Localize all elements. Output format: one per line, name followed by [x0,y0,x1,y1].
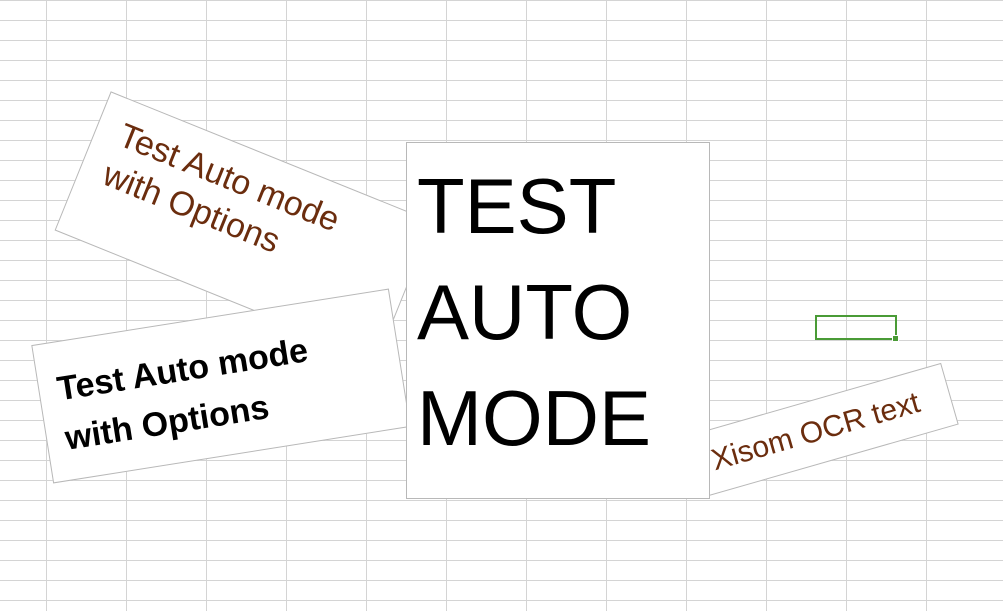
fill-handle[interactable] [892,335,899,342]
text-box-large[interactable]: TEST AUTO MODE [406,142,710,499]
text-line: MODE [417,374,651,462]
text-box-ocr[interactable]: Xisom OCR text [687,362,959,498]
text-box-bold-text: Test Auto mode with Options [54,325,320,463]
text-line: AUTO [417,268,633,356]
text-box-bold-rotated[interactable]: Test Auto mode with Options [31,288,411,484]
text-line: Xisom OCR text [707,386,924,478]
text-box-ocr-text: Xisom OCR text [707,384,924,480]
text-line: TEST [417,162,617,250]
text-box-brown-text: Test Auto mode with Options [97,115,346,281]
text-box-large-text: TEST AUTO MODE [417,153,651,471]
active-cell-selection[interactable] [815,315,899,342]
